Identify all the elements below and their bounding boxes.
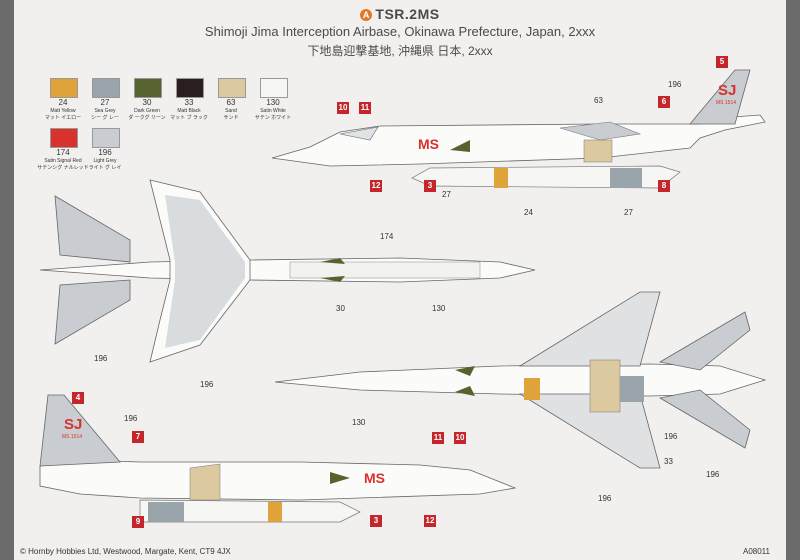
paint-swatch	[50, 128, 78, 148]
paint-swatch	[260, 78, 288, 98]
paint-name-jp: ダ ークグ リーン	[128, 115, 166, 121]
paint-name-jp: シー グ レー	[91, 115, 119, 121]
paint-swatch	[134, 78, 162, 98]
decal-marker: 3	[370, 515, 382, 527]
model-name: TSR.2MS	[375, 6, 440, 22]
kit-reference: A08011	[743, 547, 770, 556]
paint-name-jp: マット ブ ラック	[170, 115, 208, 121]
paint-swatch	[50, 78, 78, 98]
paint-callout: 27	[624, 208, 633, 217]
decal-marker: 6	[658, 96, 670, 108]
decal-marker: 8	[658, 180, 670, 192]
paint-callout: 196	[94, 354, 108, 363]
paint-name-jp: サンド	[223, 115, 239, 121]
paint-name: Sand	[225, 108, 237, 114]
decal-marker: 12	[370, 180, 382, 192]
paint-name-jp: ライト グ レイ	[88, 165, 122, 171]
tail-serial-marking: MS 1514	[716, 100, 737, 106]
paint-callout: 27	[442, 190, 451, 199]
tail-code-marking: SJ	[64, 416, 83, 433]
decal-marker: 5	[716, 56, 728, 68]
paint-code: 27	[100, 98, 110, 107]
paint-swatch	[92, 128, 120, 148]
decal-marker: 4	[72, 392, 84, 404]
copyright-text: © Hornby Hobbies Ltd, Westwood, Margate,…	[20, 547, 231, 556]
decal-marker: 10	[337, 102, 349, 114]
decal-marker: 12	[424, 515, 436, 527]
paint-name: Satin White	[260, 108, 286, 114]
paint-code: 24	[58, 98, 68, 107]
paint-callout: 196	[598, 494, 612, 503]
paint-name: Sea Grey	[94, 108, 116, 114]
paint-callout: 130	[352, 418, 366, 427]
scheme-badge: A	[360, 9, 373, 21]
paint-callout: 130	[432, 304, 446, 313]
paint-name: Matt Yellow	[50, 108, 76, 114]
decal-marker: 3	[424, 180, 436, 192]
paint-callout: 196	[124, 414, 138, 423]
paint-swatch	[218, 78, 246, 98]
paint-name-jp: サテン ホワイト	[254, 115, 292, 121]
paint-code: 33	[184, 98, 194, 107]
paint-callout: 24	[524, 208, 533, 217]
paint-callout: 33	[664, 457, 673, 466]
decal-marker: 7	[132, 431, 144, 443]
tail-serial-marking: MS 1514	[62, 434, 83, 440]
paint-callout: 196	[200, 380, 214, 389]
tail-code-marking: SJ	[718, 82, 737, 99]
paint-swatch	[176, 78, 204, 98]
paint-code: 63	[226, 98, 236, 107]
decal-marker: 11	[359, 102, 371, 114]
nose-code-marking: MS	[418, 136, 439, 152]
top-view	[39, 179, 536, 363]
paint-name: Light Grey	[93, 158, 117, 164]
paint-callout: 63	[594, 96, 603, 105]
decal-marker: 9	[132, 516, 144, 528]
paint-code: 30	[142, 98, 152, 107]
scheme-subtitle: Shimoji Jima Interception Airbase, Okina…	[204, 24, 596, 39]
side-view-starboard	[271, 69, 766, 189]
paint-name: Satin Signal Red	[44, 158, 82, 164]
paint-swatch	[92, 78, 120, 98]
paint-name-jp: マット イエロー	[44, 115, 82, 121]
paint-callout: 196	[664, 432, 678, 441]
side-view-port	[39, 394, 517, 523]
scheme-subtitle-jp: 下地島迎撃基地, 沖縄県 日本, 2xxx	[307, 44, 493, 58]
paint-callout: 196	[668, 80, 682, 89]
paint-callout: 30	[336, 304, 345, 313]
paint-callout: 174	[380, 232, 394, 241]
decal-marker: 10	[454, 432, 466, 444]
nose-code-marking: MS	[364, 470, 385, 486]
underside-view	[274, 291, 767, 469]
paint-code: 196	[98, 148, 112, 157]
paint-code: 130	[266, 98, 280, 107]
paint-name: Dark Green	[134, 108, 160, 114]
decal-marker: 11	[432, 432, 444, 444]
paint-name: Matt Black	[177, 108, 201, 114]
paint-name-jp: サテンシグ ナルレッド	[37, 165, 89, 171]
paint-code: 174	[56, 148, 70, 157]
paint-callout: 196	[706, 470, 720, 479]
